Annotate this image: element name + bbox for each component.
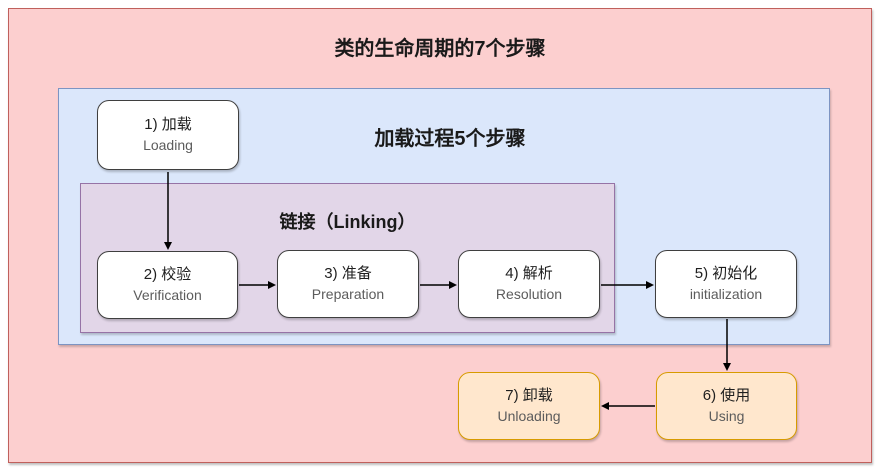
- node-initialization: 5) 初始化 initialization: [655, 250, 797, 318]
- node-preparation: 3) 准备 Preparation: [277, 250, 419, 318]
- node-verification-label-cn: 2) 校验: [143, 266, 192, 284]
- node-unloading: 7) 卸载 Unloading: [458, 372, 600, 440]
- node-verification: 2) 校验 Verification: [97, 251, 238, 319]
- node-verification-label-en: Verification: [133, 286, 202, 303]
- node-loading: 1) 加载 Loading: [97, 100, 239, 170]
- node-resolution-label-en: Resolution: [495, 285, 563, 302]
- node-unloading-label-en: Unloading: [497, 407, 561, 424]
- node-using: 6) 使用 Using: [656, 372, 797, 440]
- node-using-label-en: Using: [708, 407, 745, 424]
- loading-process-group-title: 加载过程5个步骤: [374, 128, 526, 150]
- node-loading-label-en: Loading: [143, 136, 193, 153]
- node-using-label-cn: 6) 使用: [702, 387, 751, 405]
- node-preparation-label-cn: 3) 准备: [324, 265, 372, 283]
- node-preparation-label-en: Preparation: [311, 285, 385, 302]
- node-initialization-label-cn: 5) 初始化: [694, 265, 758, 283]
- node-resolution-label-cn: 4) 解析: [505, 265, 553, 283]
- diagram-title: 类的生命周期的7个步骤: [334, 38, 546, 60]
- node-initialization-label-en: initialization: [689, 285, 763, 302]
- linking-group-title: 链接（Linking）: [279, 212, 416, 232]
- node-loading-label-cn: 1) 加载: [144, 116, 192, 134]
- node-unloading-label-cn: 7) 卸载: [505, 387, 553, 405]
- node-resolution: 4) 解析 Resolution: [458, 250, 600, 318]
